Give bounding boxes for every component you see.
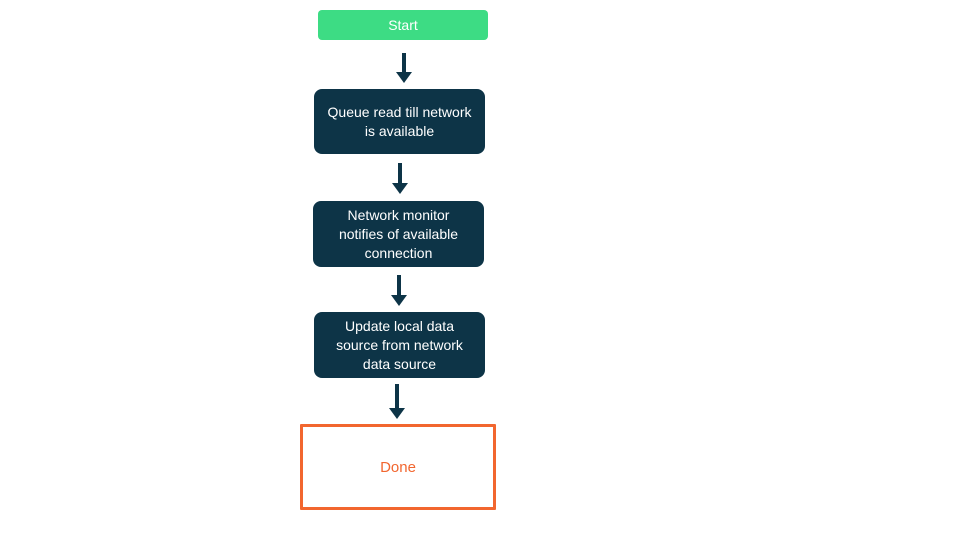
flow-node-start-label: Start: [388, 17, 418, 33]
flow-node-start: Start: [318, 10, 488, 40]
down-arrow-icon: [392, 163, 408, 194]
arrow-stem: [398, 163, 402, 183]
arrow-head: [389, 408, 405, 419]
flow-node-queue-read: Queue read till network is available: [314, 89, 485, 154]
down-arrow-icon: [396, 53, 412, 83]
flow-node-done: Done: [300, 424, 496, 510]
down-arrow-icon: [389, 384, 405, 419]
flow-node-update-local-data: Update local data source from network da…: [314, 312, 485, 378]
arrow-head: [391, 295, 407, 306]
flow-node-done-label: Done: [380, 458, 416, 476]
arrow-stem: [395, 384, 399, 408]
flow-node-queue-read-label: Queue read till network is available: [327, 103, 472, 139]
arrow-head: [392, 183, 408, 194]
arrow-head: [396, 72, 412, 83]
down-arrow-icon: [391, 275, 407, 306]
arrow-stem: [402, 53, 406, 72]
flow-node-network-monitor: Network monitor notifies of available co…: [313, 201, 484, 267]
arrow-stem: [397, 275, 401, 295]
flow-node-update-local-data-label: Update local data source from network da…: [336, 317, 463, 372]
flow-node-network-monitor-label: Network monitor notifies of available co…: [338, 206, 459, 261]
